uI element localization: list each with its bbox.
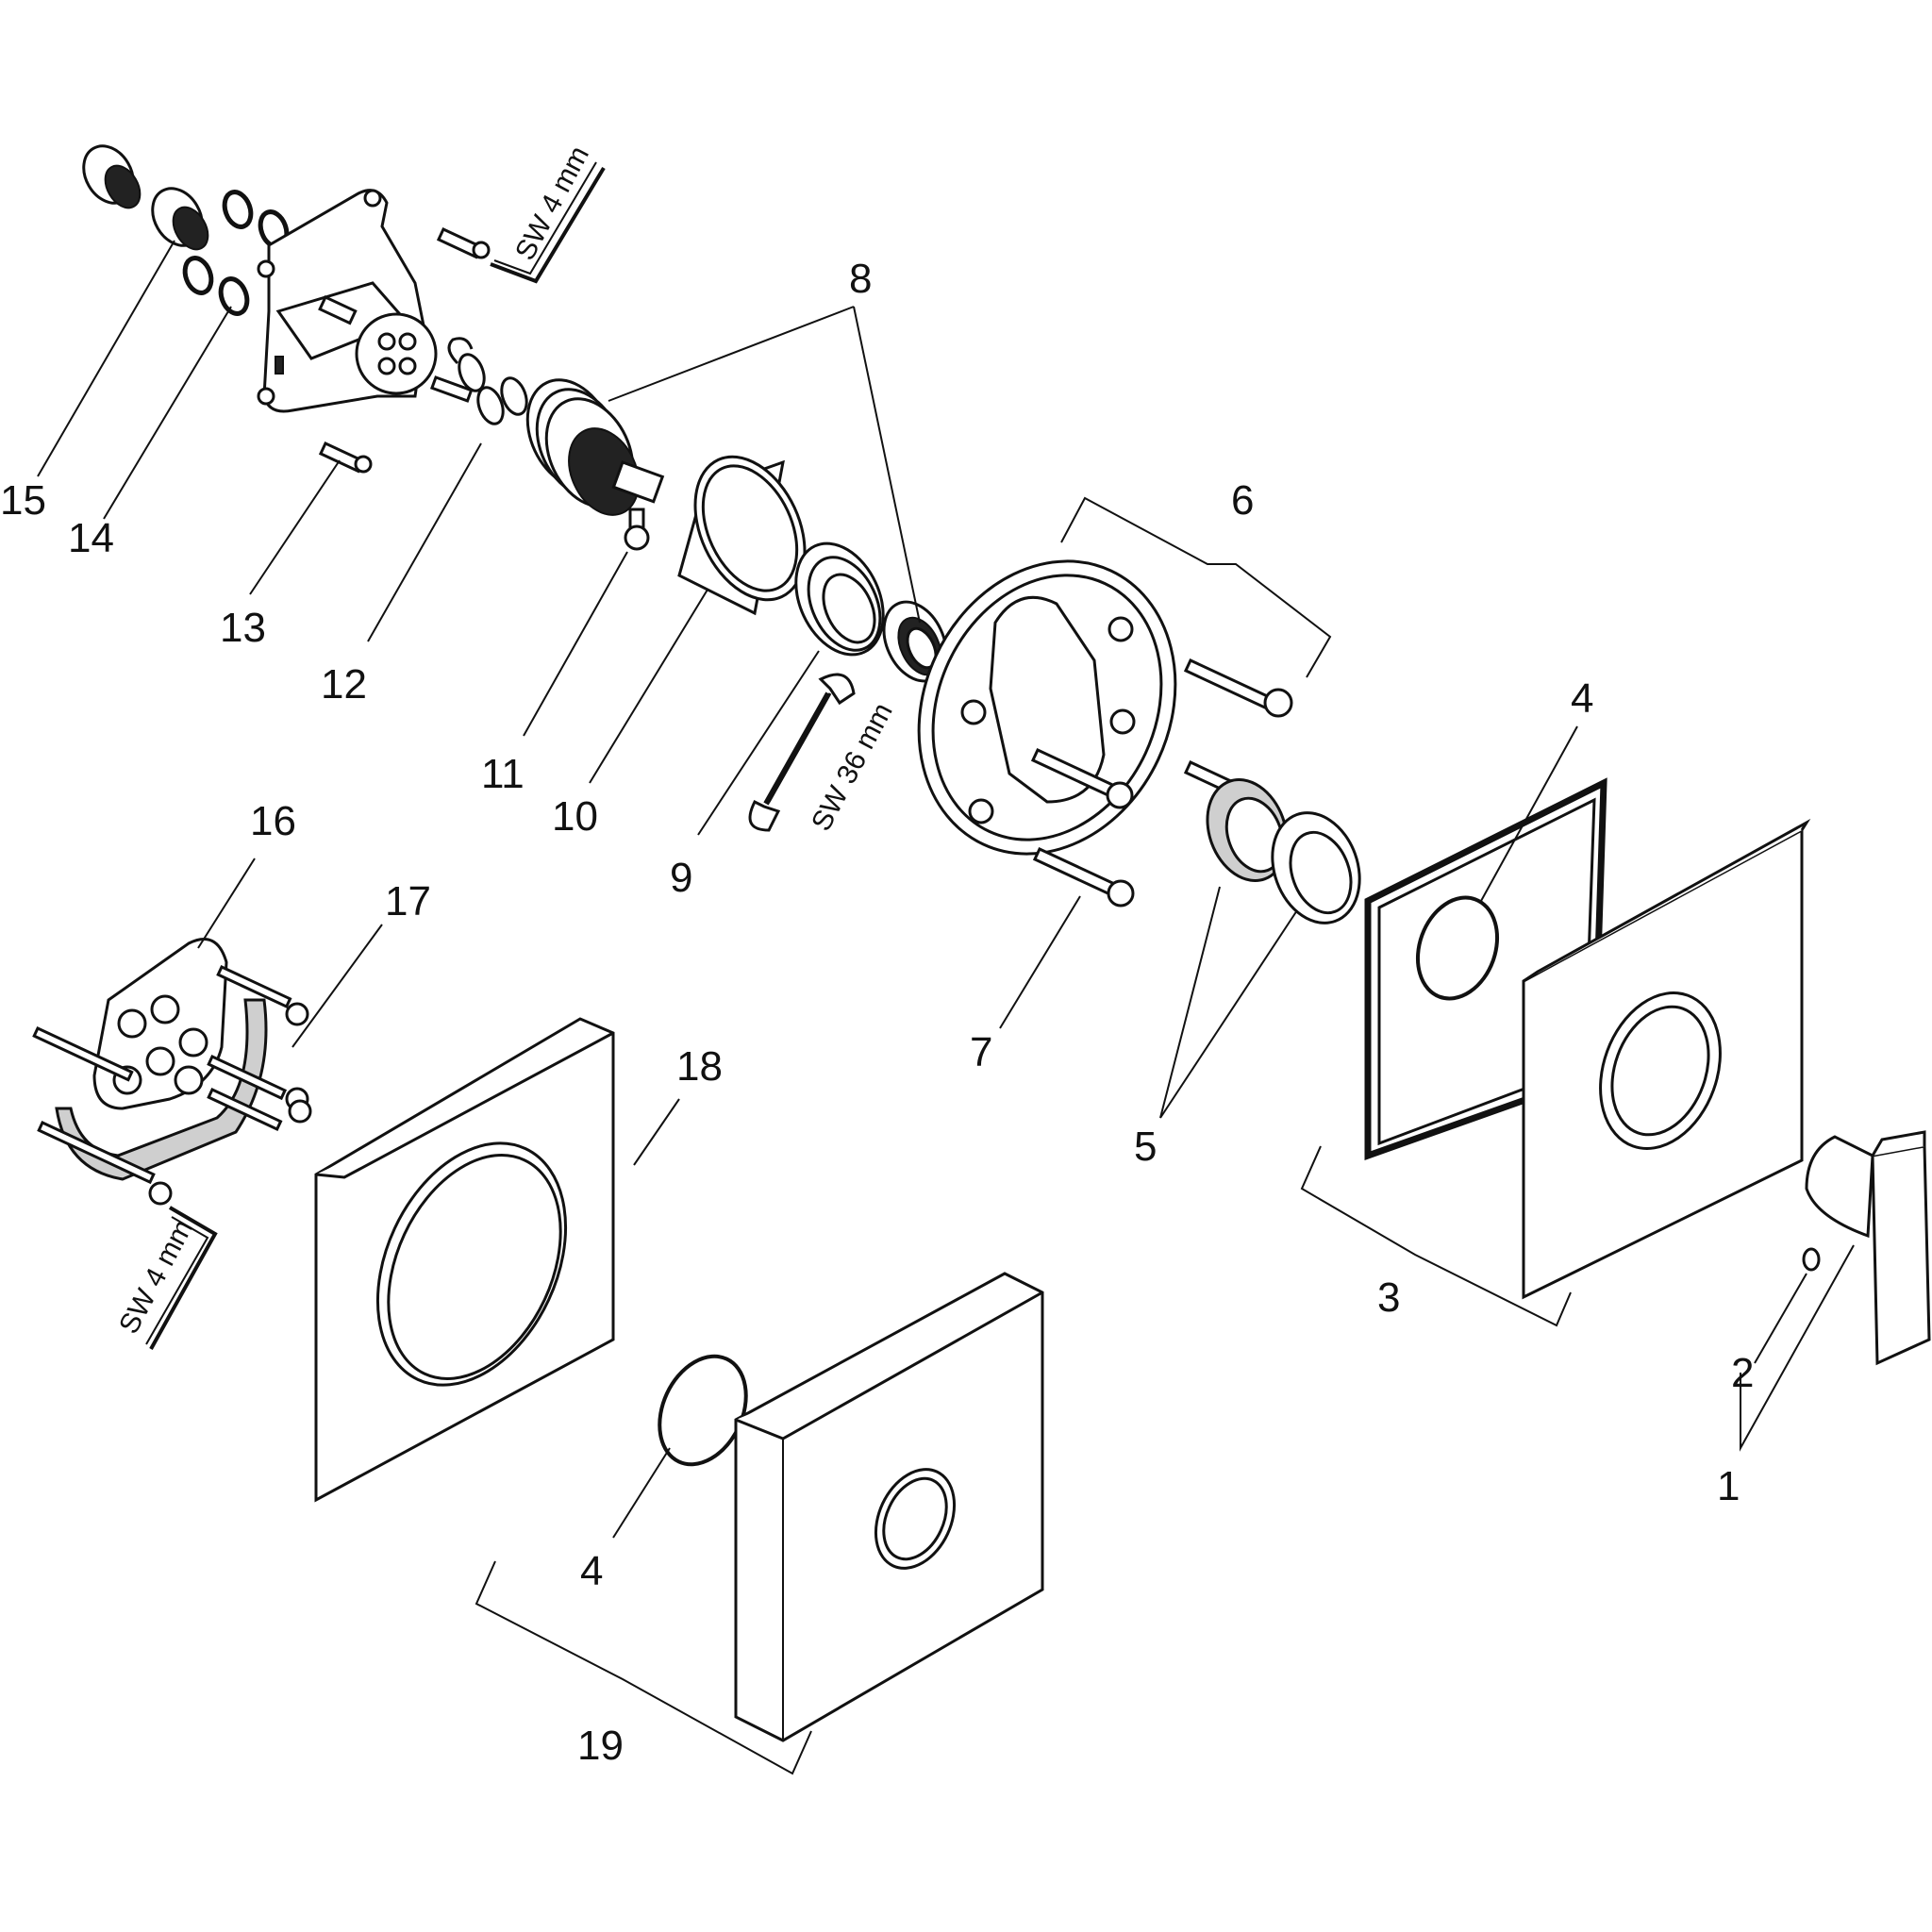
callout-13: 13 xyxy=(220,605,266,651)
part-5-adapters xyxy=(1183,760,1361,924)
callout-8: 8 xyxy=(849,256,872,302)
callout-10: 10 xyxy=(552,793,598,840)
callout-14: 14 xyxy=(68,515,114,561)
part-14-o-rings xyxy=(182,190,290,316)
callout-15: 15 xyxy=(0,477,46,524)
callout-17: 17 xyxy=(385,878,431,924)
callout-6: 6 xyxy=(1231,477,1254,524)
part-6-base-plate xyxy=(917,559,1177,856)
part-15-fittings xyxy=(82,144,209,251)
hex-key-top xyxy=(490,161,606,284)
part-19-cover-plate xyxy=(734,1272,1044,1742)
part-9-nut xyxy=(794,541,885,657)
wrench-36mm xyxy=(748,673,856,832)
callout-19: 19 xyxy=(577,1723,624,1769)
part-2-grub-screw xyxy=(1802,1247,1821,1272)
callout-16: 16 xyxy=(250,798,296,844)
tool-label-hex-key-bottom: SW 4 mm xyxy=(113,1215,199,1340)
valve-body xyxy=(257,189,438,413)
part-6-screw xyxy=(1183,658,1293,718)
part-7-screws xyxy=(1030,748,1135,908)
callout-2: 2 xyxy=(1731,1350,1754,1396)
callout-4-top: 4 xyxy=(1571,675,1593,722)
part-10-sleeve xyxy=(677,455,807,616)
callout-5: 5 xyxy=(1134,1124,1157,1170)
part-18-square-plate xyxy=(314,1017,615,1503)
callout-1: 1 xyxy=(1717,1463,1740,1509)
callout-4-bottom: 4 xyxy=(580,1548,603,1594)
callout-7: 7 xyxy=(970,1029,992,1075)
part-8-cartridge xyxy=(525,378,665,551)
callout-9: 9 xyxy=(670,855,692,901)
part-17-screws xyxy=(32,965,312,1206)
part-1-handle xyxy=(1805,1130,1931,1366)
part-12-seals xyxy=(429,337,528,425)
part-8-ring xyxy=(882,600,948,683)
tool-label-wrench: SW 36 mm xyxy=(806,698,899,836)
callout-18: 18 xyxy=(676,1043,723,1090)
callout-labels: 1 2 3 4 4 5 6 7 8 9 10 11 12 13 14 15 16… xyxy=(0,256,1754,1769)
hex-key-bottom xyxy=(145,1206,218,1350)
part-13-screw xyxy=(318,227,491,474)
callout-11: 11 xyxy=(481,751,525,797)
part-3-cover-plate xyxy=(1522,818,1811,1300)
callout-3: 3 xyxy=(1377,1274,1400,1321)
callout-12: 12 xyxy=(321,661,367,708)
leader-lines xyxy=(37,240,1855,1775)
part-16-mounting-bracket xyxy=(55,938,268,1181)
